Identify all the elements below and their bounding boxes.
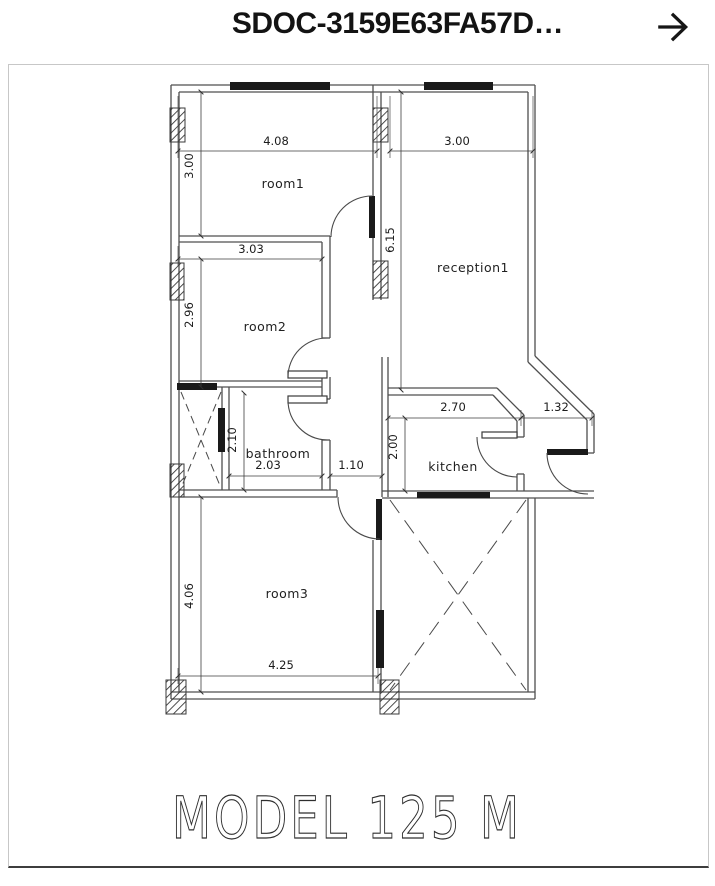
room-label-reception1: reception1: [437, 260, 509, 275]
dim-4-06: 4.06: [182, 583, 196, 609]
entrance-door-arc: [546, 452, 589, 495]
dim-2-70: 2.70: [440, 400, 466, 414]
extension-lines: [177, 96, 593, 684]
structural-columns: [165, 107, 400, 715]
shaft-x: [180, 391, 222, 489]
model-title: MODEL 125 M: [172, 784, 522, 852]
dim-4-08: 4.08: [263, 134, 289, 148]
dim-2-03: 2.03: [255, 458, 281, 472]
document-title: SDOC-3159E63FA57D…: [231, 7, 564, 40]
room-label-kitchen: kitchen: [428, 459, 478, 474]
kitchen-door-leaf: [481, 431, 518, 439]
arrow-right-icon: [658, 12, 689, 42]
dim-3-00-top: 3.00: [444, 134, 470, 148]
kitchen-window: [417, 492, 490, 498]
dim-2-96: 2.96: [182, 302, 196, 328]
dim-2-10: 2.10: [225, 427, 239, 453]
room2-door-arc: [287, 337, 328, 378]
windows: [177, 82, 493, 668]
shaft-top-bar: [177, 383, 217, 390]
dim-3-03: 3.03: [238, 242, 264, 256]
door-swings: [287, 195, 589, 540]
bathroom-left-bar: [218, 408, 225, 452]
room-label-room3: room3: [266, 586, 309, 601]
window-top-right: [424, 82, 493, 90]
room3-door-leaf: [376, 499, 382, 540]
room1-door-leaf: [369, 196, 375, 238]
dim-1-32: 1.32: [543, 400, 569, 414]
door-leaves: [287, 196, 588, 540]
room-label-room1: room1: [262, 176, 305, 191]
forward-arrow-button[interactable]: [651, 5, 695, 49]
bathroom-door-arc: [287, 399, 328, 441]
room3-right-bar: [376, 610, 384, 668]
room-label-bathroom: bathroom: [246, 446, 311, 461]
entrance-door-leaf: [547, 449, 588, 455]
bathroom-door-leaf: [287, 395, 328, 404]
window-top-left: [230, 82, 330, 90]
document-header: SDOC-3159E63FA57D…: [0, 0, 715, 64]
dim-4-25: 4.25: [268, 658, 294, 672]
dim-2-00: 2.00: [386, 434, 400, 460]
room2-door-leaf: [287, 370, 328, 379]
room1-door-arc: [330, 195, 373, 238]
dimensions: 4.08 3.00 3.03 2.70 1.32 2.03 1.10 4.25 …: [175, 89, 595, 695]
room-labels: room1 reception1 room2 bathroom kitchen …: [244, 176, 509, 601]
light-well-x: [389, 499, 527, 691]
room3-door-arc: [337, 496, 381, 540]
room-label-room2: room2: [244, 319, 287, 334]
dim-1-10: 1.10: [338, 458, 364, 472]
dim-3-00-left: 3.00: [182, 153, 196, 179]
kitchen-door-arc: [476, 436, 518, 478]
dim-6-15: 6.15: [383, 227, 397, 253]
walls: [170, 84, 595, 700]
